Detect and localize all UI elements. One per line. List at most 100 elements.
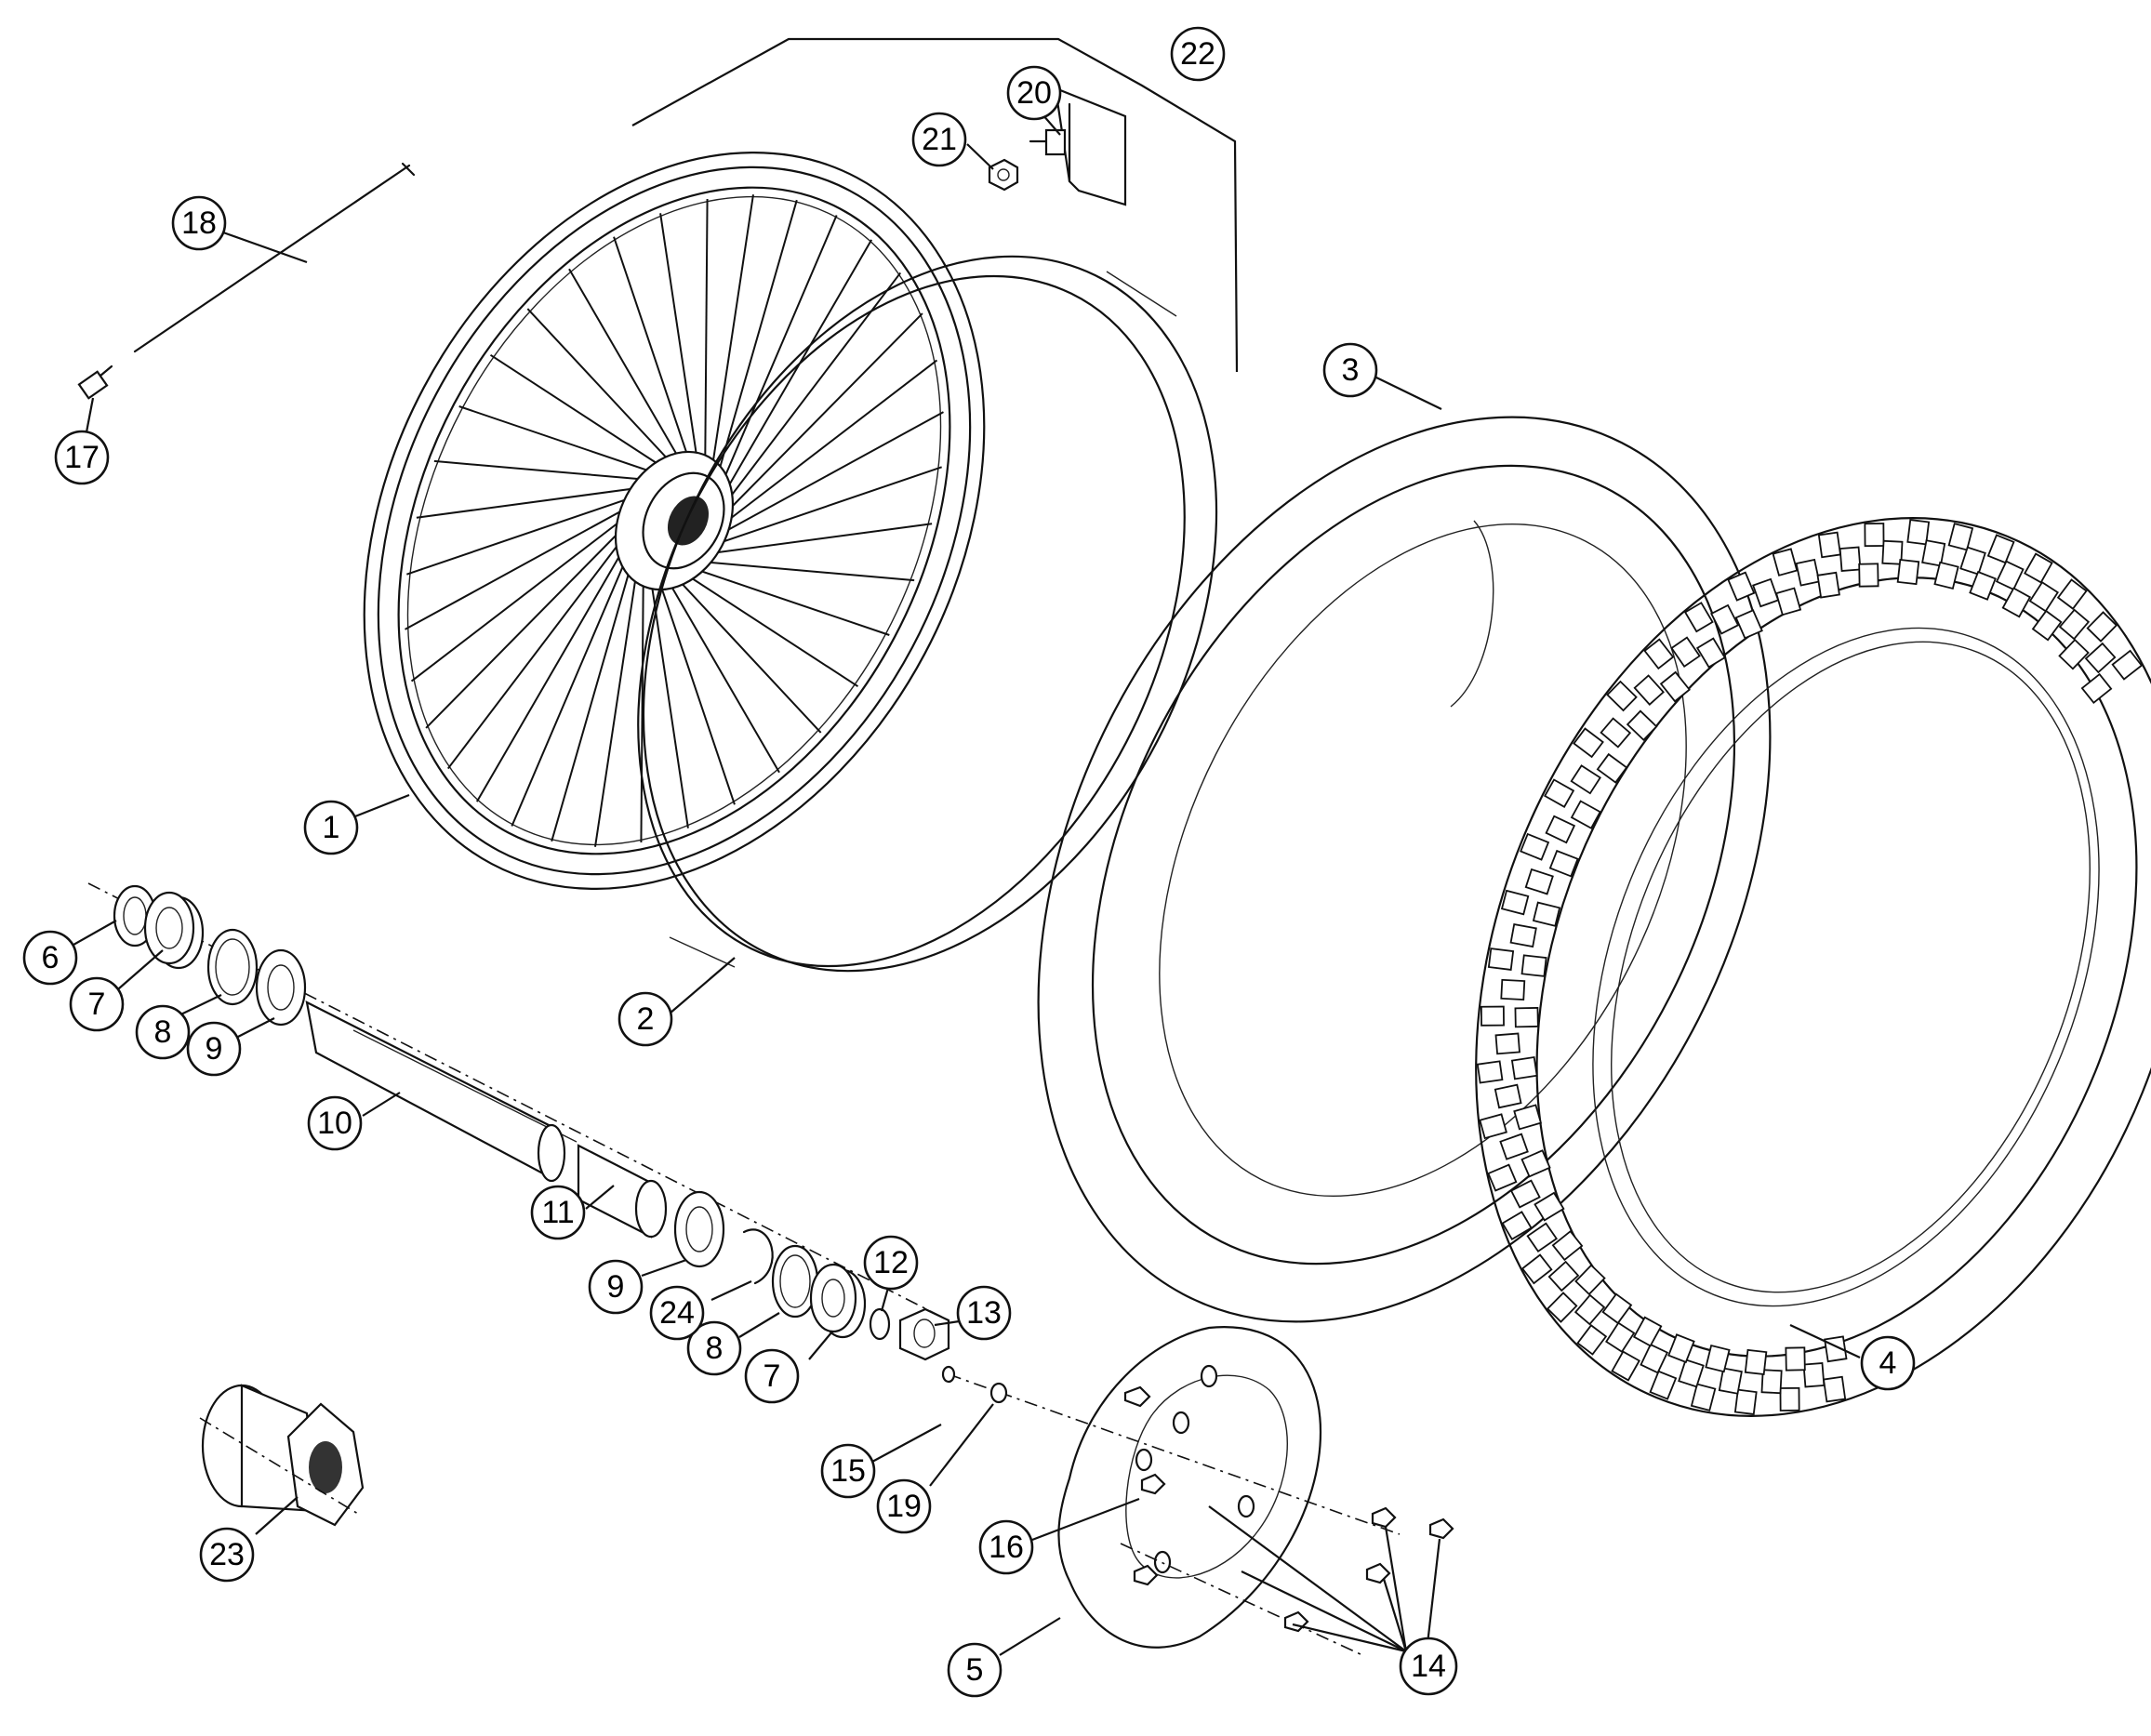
tread-knob [1494, 1032, 1520, 1055]
tyre-tread-knobs [1476, 519, 2144, 1415]
spoke-line [714, 199, 798, 483]
tread-knob [1510, 1055, 1538, 1080]
tread-knob [1817, 531, 1841, 559]
callout-8a-label: 8 [154, 1014, 172, 1050]
tread-knob [1733, 1388, 1758, 1415]
spoke-line [475, 543, 628, 802]
tread-knob [1643, 638, 1675, 670]
tread-knob [1573, 1293, 1606, 1326]
spoke-line [649, 575, 689, 828]
ball-bearing-right [673, 1190, 725, 1268]
spoke-line [425, 523, 628, 729]
distance-bushing-right [809, 1263, 867, 1339]
wheel-spokes [405, 194, 944, 847]
spoke-line [511, 551, 631, 827]
tread-knob [1760, 1369, 1783, 1395]
callout-23: 23 [199, 1527, 255, 1583]
tread-knob [1779, 1386, 1800, 1411]
tread-knob [1494, 1083, 1522, 1109]
callout-9a: 9 [186, 1021, 242, 1077]
callout-14: 14 [1399, 1637, 1458, 1696]
callout-9b-label: 9 [607, 1269, 625, 1305]
rim-lock-nut [988, 158, 1019, 192]
callout-19-label: 19 [886, 1489, 922, 1524]
tread-knob [1570, 764, 1601, 795]
callout-7b: 7 [744, 1348, 800, 1404]
tread-knob [1605, 1321, 1636, 1353]
callout-6-label: 6 [42, 940, 60, 975]
callout-5-label: 5 [966, 1652, 984, 1688]
callout-7a: 7 [69, 976, 125, 1032]
spoked-wheel [363, 152, 986, 890]
tread-knob [1823, 1375, 1847, 1403]
tread-knob [1520, 1149, 1551, 1178]
tread-knob [1921, 539, 1946, 567]
tread-knob [1487, 948, 1515, 971]
callout-1-label: 1 [323, 810, 340, 845]
callout-2: 2 [617, 991, 673, 1047]
tread-knob [1986, 534, 2015, 564]
circlip [742, 1228, 774, 1285]
tread-knob [1705, 1345, 1731, 1373]
spoke-line [722, 272, 902, 509]
tread-knob [1839, 546, 1862, 572]
spoke-line [718, 215, 838, 490]
tread-knob [2111, 649, 2144, 681]
tread-knob [2086, 611, 2118, 643]
tread-knob [1718, 1367, 1743, 1395]
spoke-line [721, 312, 923, 518]
spoke-line [458, 405, 658, 475]
tread-knob [1626, 709, 1658, 742]
spoke-line [410, 513, 630, 682]
tread-knob [1480, 1005, 1505, 1027]
tread-knob [1545, 815, 1576, 844]
callout-21: 21 [911, 112, 967, 167]
tread-knob [1710, 603, 1740, 635]
knobby-tyre [1475, 517, 2151, 1417]
tread-knob [1487, 1163, 1518, 1192]
spoke-line [568, 268, 684, 465]
tread-knob [2058, 608, 2091, 641]
tread-knob [1695, 637, 1726, 669]
tread-knob [1573, 727, 1604, 759]
spoke-line [489, 353, 667, 470]
tread-knob [1611, 1350, 1640, 1382]
callout-14-label: 14 [1411, 1649, 1446, 1684]
callout-16-label: 16 [989, 1530, 1024, 1565]
tread-knob [1513, 1104, 1543, 1131]
distance-bushing-left [143, 891, 205, 970]
retaining-ring-left [206, 928, 259, 1006]
callout-11-label: 11 [541, 1195, 574, 1230]
callout-22: 22 [1170, 26, 1226, 82]
callout-17-label: 17 [64, 440, 100, 475]
tread-knob [1772, 548, 1799, 576]
tread-knob [1896, 559, 1920, 586]
callout-10-label: 10 [317, 1106, 352, 1141]
spoke-line [406, 495, 638, 576]
tread-knob [1640, 1343, 1669, 1374]
callout-3: 3 [1322, 342, 1378, 398]
callout-4: 4 [1860, 1335, 1916, 1391]
spoke-line [673, 575, 822, 734]
callout-9b: 9 [588, 1259, 644, 1315]
axle-assembly [87, 882, 950, 1361]
spoke-line [665, 576, 780, 774]
retaining-ring-right [771, 1244, 819, 1319]
spoke-nipple [77, 364, 113, 400]
callout-21-label: 21 [922, 122, 957, 157]
callout-19: 19 [876, 1478, 932, 1534]
tread-knob [2028, 581, 2059, 613]
spoke-line [690, 566, 890, 636]
tread-knob [1670, 636, 1701, 669]
tread-knob [1667, 1333, 1695, 1364]
tread-knob [2024, 552, 2053, 584]
spoke-line [715, 411, 944, 537]
tread-knob [1633, 674, 1665, 706]
tread-knob [2084, 642, 2117, 674]
tread-knob [1659, 670, 1691, 703]
callout-3-label: 3 [1342, 352, 1360, 388]
rim-band [637, 255, 1218, 973]
spoke-line [433, 459, 650, 482]
callout-24-label: 24 [659, 1295, 695, 1331]
